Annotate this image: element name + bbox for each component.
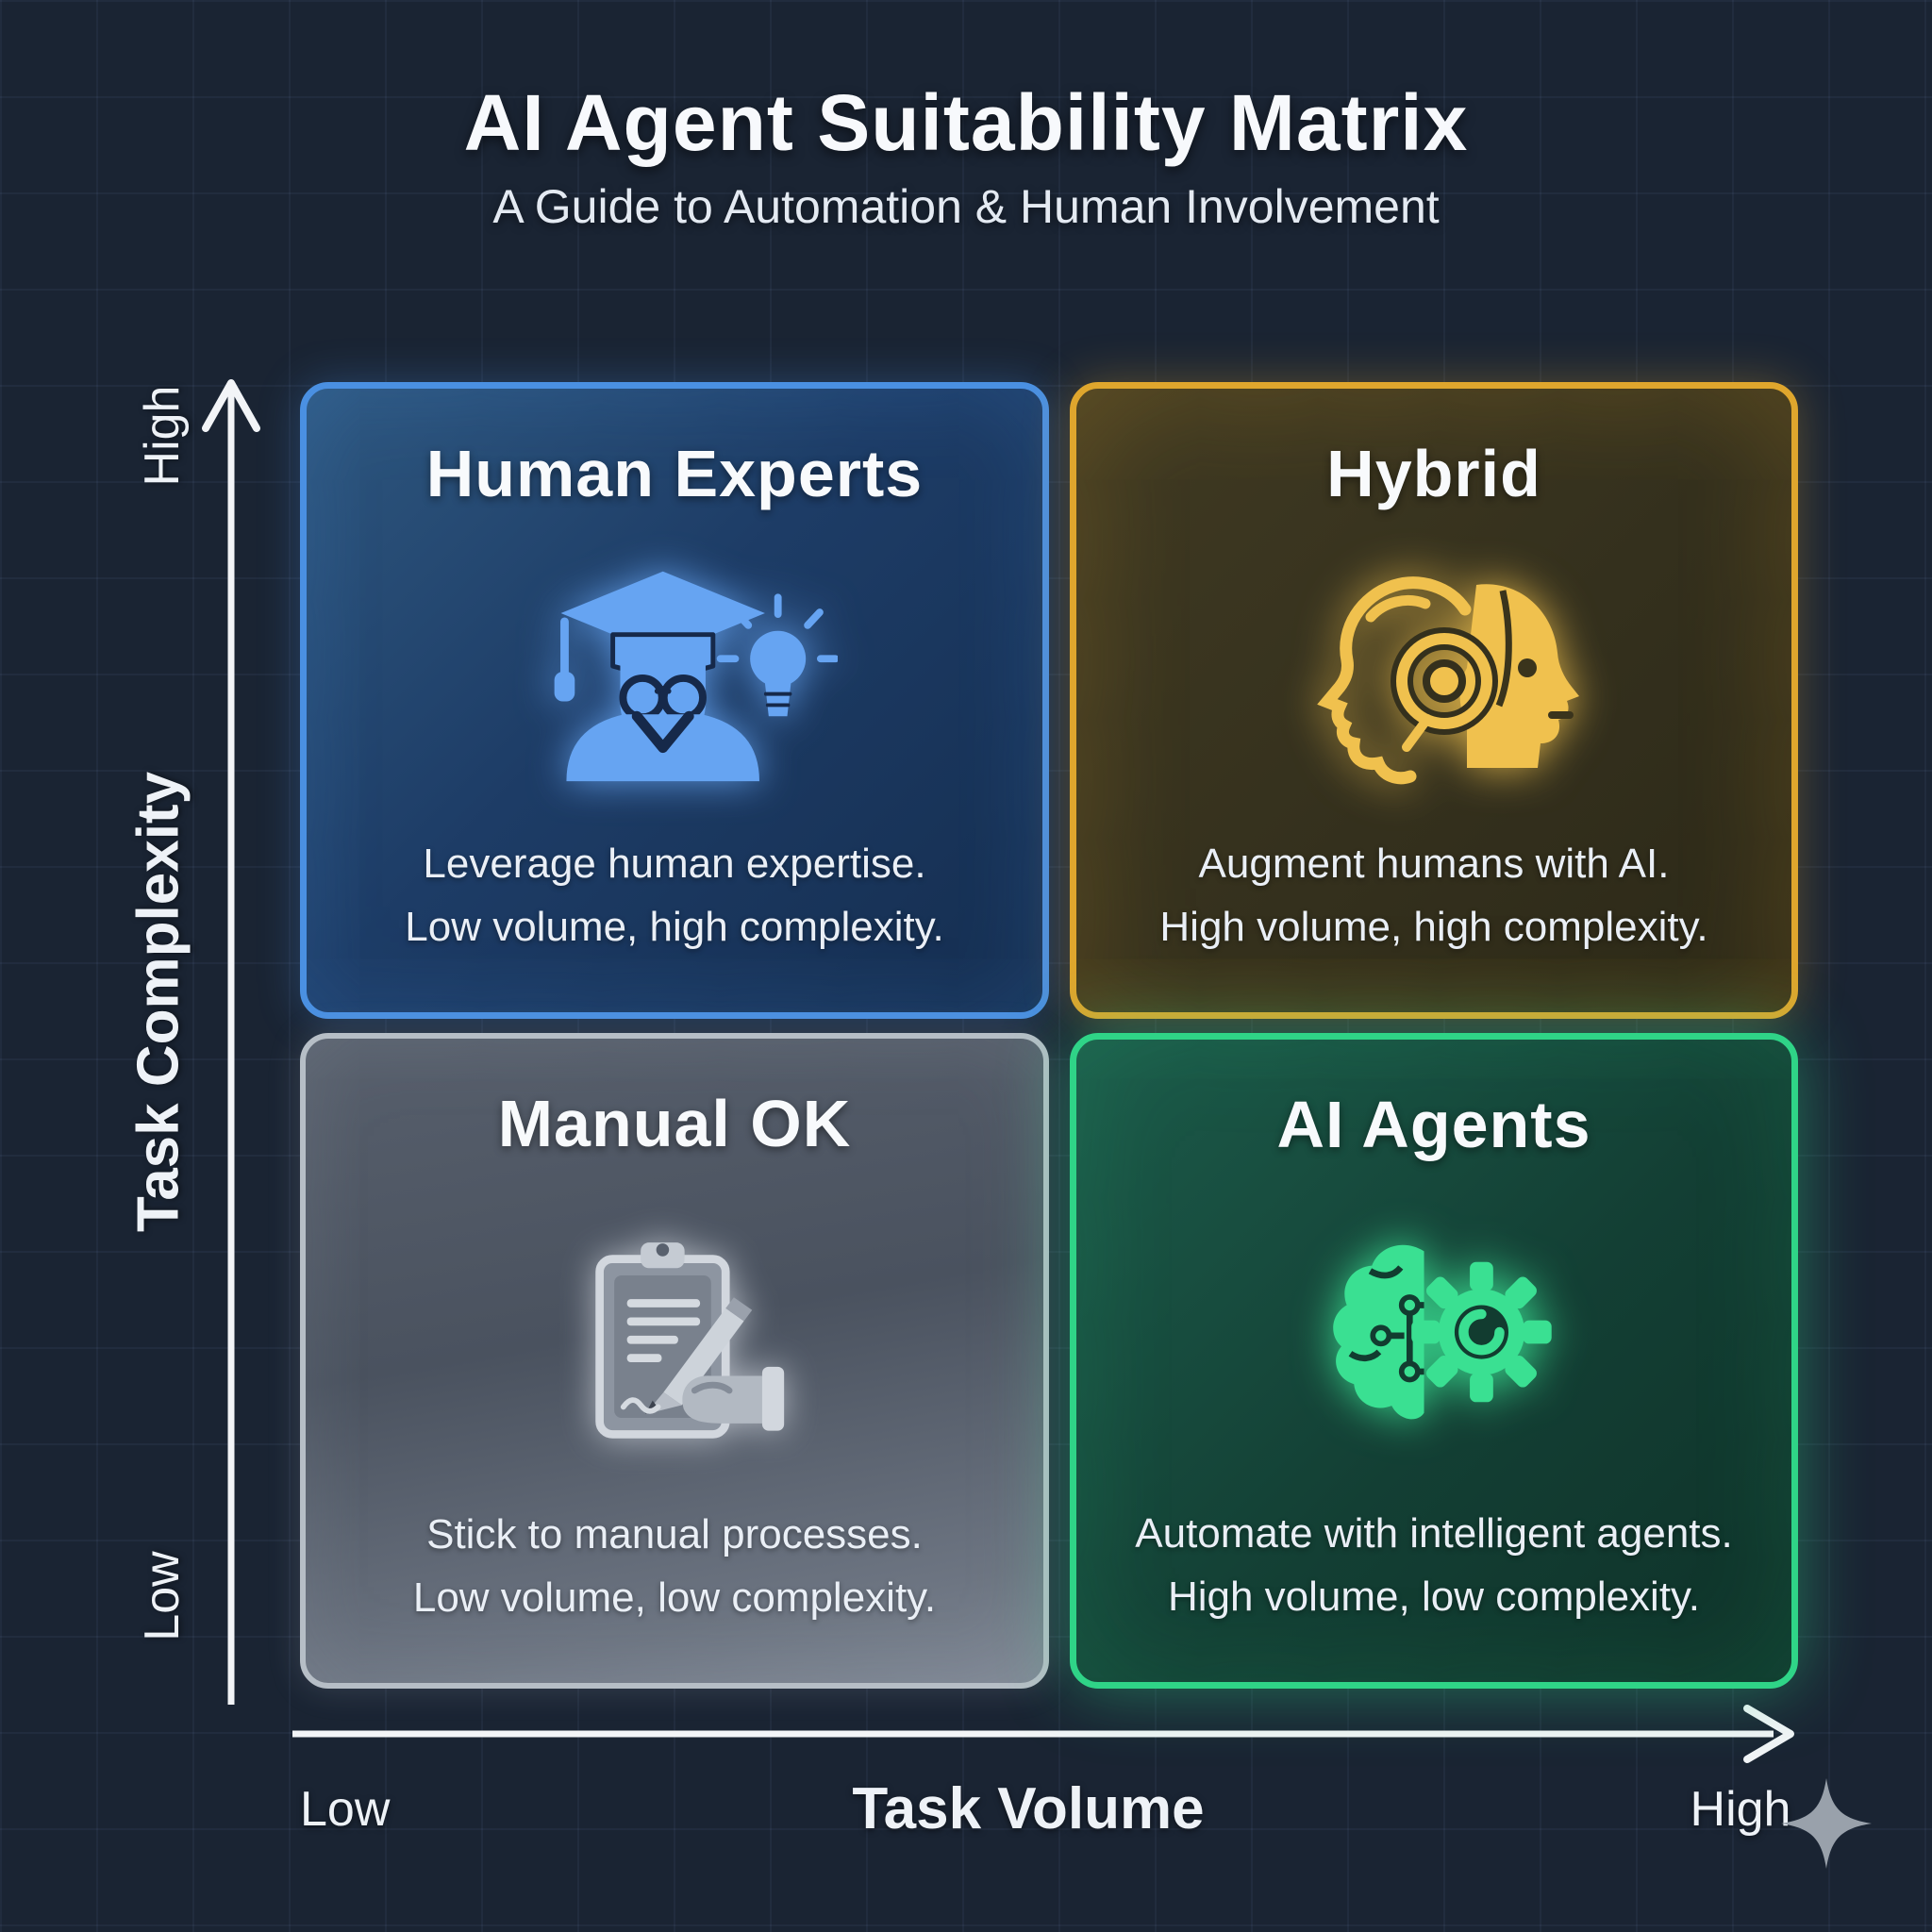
x-axis-low-label: Low (300, 1782, 391, 1837)
graduate-lightbulb-icon (512, 511, 838, 833)
quadrant-title: Hybrid (1326, 437, 1541, 510)
quadrant-title: AI Agents (1276, 1088, 1591, 1161)
quadrant-description: Stick to manual processes.Low volume, lo… (412, 1511, 937, 1622)
quadrant-description: Augment humans with AI.High volume, high… (1159, 841, 1708, 951)
quadrant-ai-agents: AI Agents (1070, 1033, 1798, 1689)
y-axis-arrow-icon (202, 379, 260, 1705)
quadrant-human-experts: Human Experts (300, 382, 1049, 1019)
quadrant-description: Leverage human expertise.Low volume, hig… (405, 841, 944, 951)
page-subtitle: A Guide to Automation & Human Involvemen… (492, 180, 1440, 233)
quadrant-title: Manual OK (497, 1087, 852, 1160)
quadrant-title: Human Experts (425, 437, 924, 510)
x-axis-title: Task Volume (852, 1776, 1205, 1841)
y-axis-low-label: Low (135, 1551, 190, 1641)
y-axis-title: Task Complexity (125, 771, 192, 1233)
y-axis-high-label: High (135, 385, 190, 487)
page-title: AI Agent Suitability Matrix (463, 78, 1469, 167)
human-robot-heads-icon (1278, 511, 1590, 833)
brain-gear-icon (1297, 1162, 1571, 1503)
x-axis-high-label: High (1690, 1782, 1791, 1837)
quadrant-grid: Human Experts (300, 382, 1798, 1689)
four-point-star-icon (1781, 1778, 1872, 1869)
x-axis-arrow-icon (292, 1705, 1794, 1763)
quadrant-hybrid: Hybrid Augment humans with AI.High volum… (1070, 382, 1798, 1019)
clipboard-pencil-icon (542, 1161, 807, 1504)
quadrant-description: Automate with intelligent agents.High vo… (1135, 1510, 1733, 1621)
quadrant-manual-ok: Manual OK (300, 1033, 1049, 1689)
